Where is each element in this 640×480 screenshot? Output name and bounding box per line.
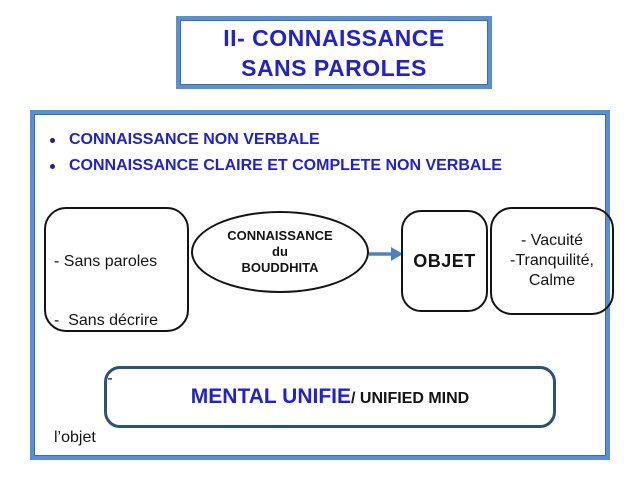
arrow-right-icon xyxy=(369,247,403,261)
ellipse-line: du xyxy=(272,244,288,259)
objet-label: OBJET xyxy=(413,250,476,271)
title-line-1: II- CONNAISSANCE xyxy=(223,24,445,51)
bullet-item: CONNAISSANCE CLAIRE ET COMPLETE NON VERB… xyxy=(46,153,502,179)
sans-paroles-box: - Sans paroles - Sans décrire - l’objet … xyxy=(44,207,189,446)
mental-unifie-text: MENTAL UNIFIE/ UNIFIED MIND xyxy=(191,385,469,409)
left-box-line: - Sans paroles xyxy=(54,253,158,270)
mental-unifie-box: MENTAL UNIFIE/ UNIFIED MIND xyxy=(104,366,556,428)
bullet-dot-icon xyxy=(50,163,55,169)
bullet-item: CONNAISSANCE NON VERBALE xyxy=(46,127,502,153)
connaissance-ellipse: CONNAISSANCE du BOUDDHITA xyxy=(191,211,369,293)
bullet-list: CONNAISSANCE NON VERBALE CONNAISSANCE CL… xyxy=(46,127,502,179)
ellipse-line: CONNAISSANCE xyxy=(227,228,333,243)
left-box-line: l’objet xyxy=(54,428,96,446)
title-box: II- CONNAISSANCE SANS PAROLES xyxy=(176,16,492,89)
bullet-dot-icon xyxy=(50,137,55,143)
objet-box: OBJET xyxy=(401,210,488,312)
vacuite-box: - Vacuité -Tranquilité, Calme xyxy=(490,207,614,315)
mental-label-french: MENTAL UNIFIE xyxy=(190,385,351,408)
bullet-label: CONNAISSANCE CLAIRE ET COMPLETE NON VERB… xyxy=(69,157,502,174)
title-line-2: SANS PAROLES xyxy=(241,54,427,81)
content-frame: CONNAISSANCE NON VERBALE CONNAISSANCE CL… xyxy=(30,110,614,460)
left-box-line: - Sans décrire xyxy=(54,311,159,329)
ellipse-line: BOUDDHITA xyxy=(241,260,319,275)
vacuite-line: -Tranquilité, xyxy=(510,252,594,269)
vacuite-line: Calme xyxy=(528,272,576,289)
mental-label-english: / UNIFIED MIND xyxy=(351,390,470,407)
bullet-label: CONNAISSANCE NON VERBALE xyxy=(69,131,320,148)
vacuite-line: - Vacuité xyxy=(521,232,583,249)
